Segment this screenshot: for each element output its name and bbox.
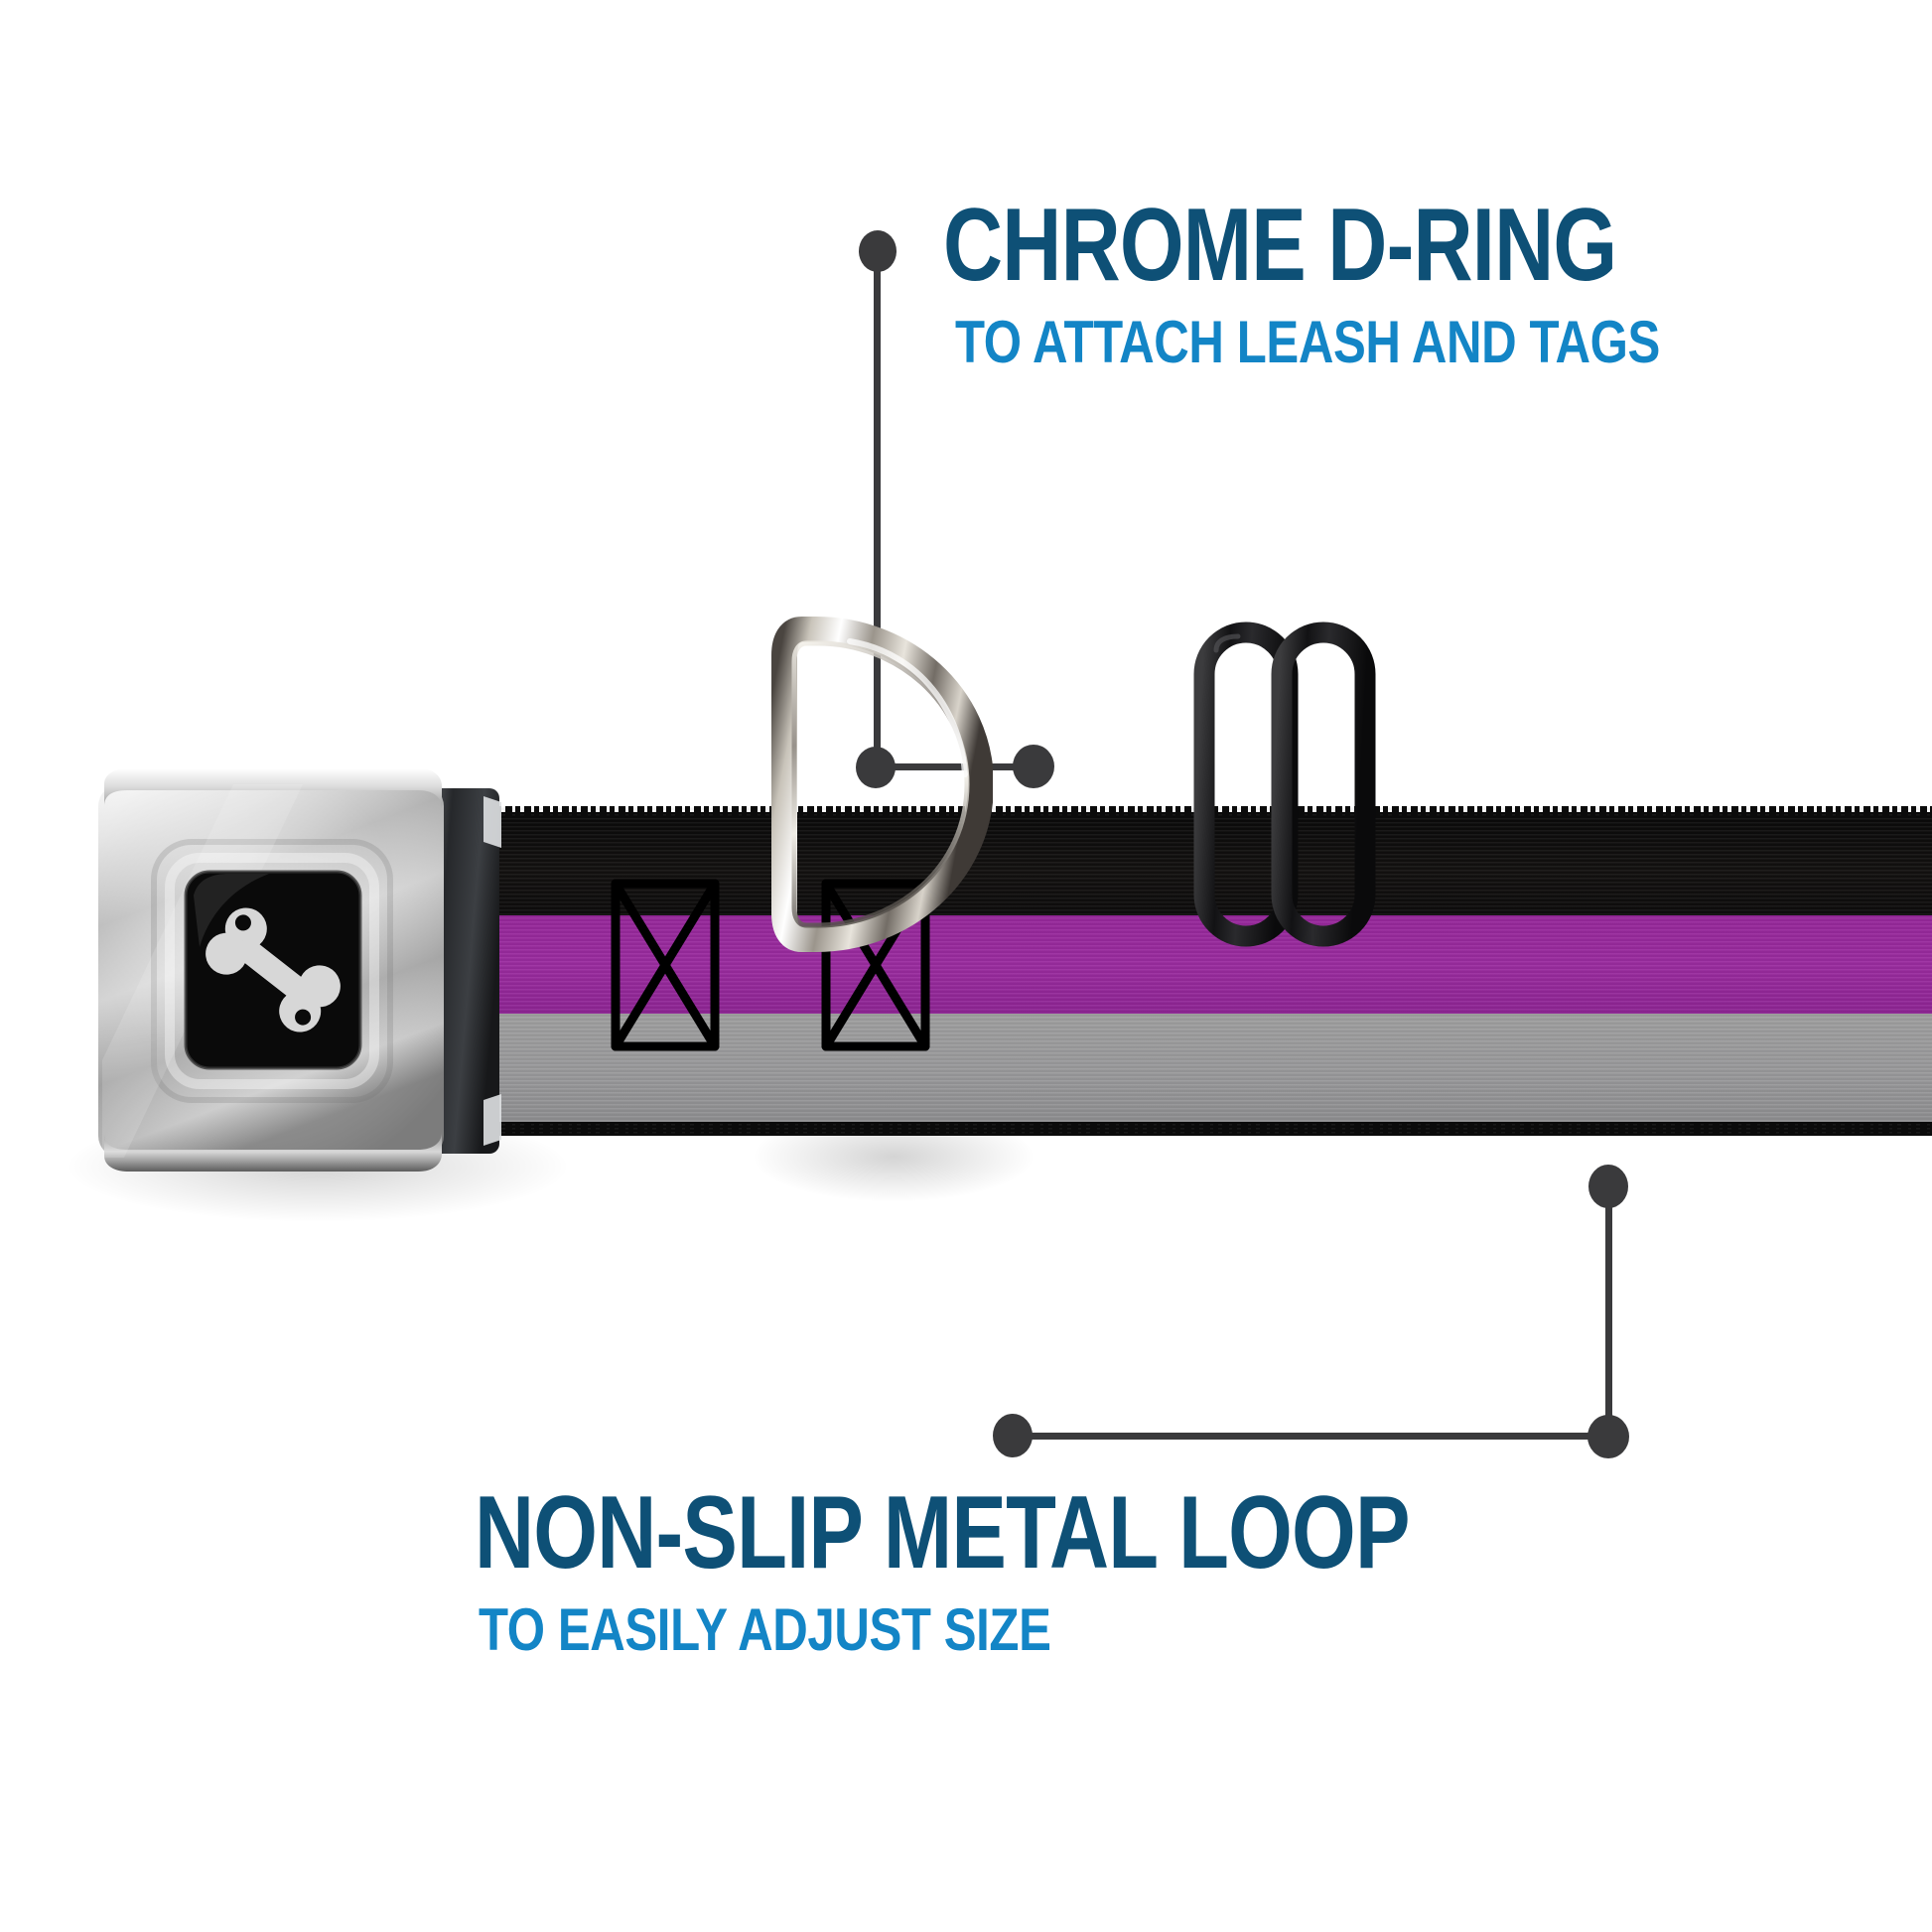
buckle-bevel-shade [151,839,393,1103]
buckle-bevel-highlight [165,853,379,1089]
webbing-edge-bottom [496,1122,1932,1136]
seatbelt-buckle [98,768,501,1172]
buckle-top-lip [104,768,442,808]
leader-line-vertical-chrome-d-ring [874,248,881,767]
leader-dot-title-non-slip-metal-loop [993,1414,1033,1457]
d-ring-inner-highlight [791,640,970,928]
leader-line-horizontal-chrome-d-ring [875,763,1034,770]
webbing-stripe-gray [496,1014,1932,1125]
buckle-bottom-lip [104,1132,442,1172]
leader-line-horizontal-non-slip-metal-loop [1008,1433,1609,1440]
d-ring [771,617,993,952]
dog-bone-icon [206,907,341,1033]
logo-plate-gloss [194,874,269,947]
slider-bar-right [1271,621,1376,947]
slider-highlight [1213,633,1241,653]
callout-subtitle-chrome-d-ring: TO ATTACH LEASH AND TAGS [955,309,1660,375]
tri-glide-slider-loop [1193,621,1376,947]
leader-dot-target-chrome-d-ring [1013,745,1054,788]
leader-line-vertical-non-slip-metal-loop [1605,1186,1612,1435]
d-ring-outer-band [771,617,993,952]
callout-title-chrome-d-ring: CHROME D-RING [943,188,1617,303]
d-ring-specular [847,638,968,777]
bartack-stitch-box-x [611,879,720,1051]
callout-title-non-slip-metal-loop: NON-SLIP METAL LOOP [475,1475,1410,1590]
callout-subtitle-non-slip-metal-loop: TO EASILY ADJUST SIZE [479,1596,1051,1663]
